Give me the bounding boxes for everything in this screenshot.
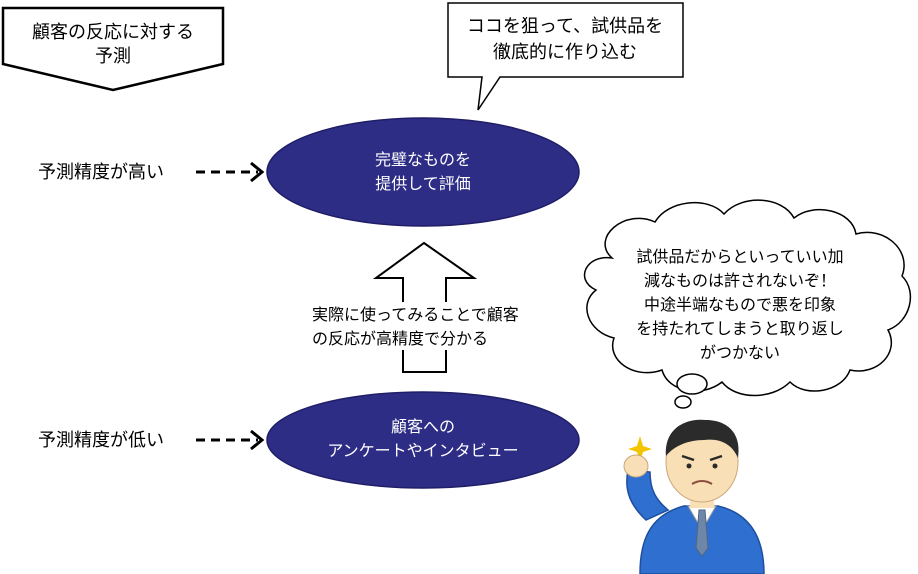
top-callout-line2: 徹底的に作り込む bbox=[493, 42, 637, 63]
header-tag-shape bbox=[1, 6, 225, 92]
top-node-line2: 提供して評価 bbox=[375, 174, 471, 193]
right-eye bbox=[712, 463, 718, 469]
left-eye bbox=[686, 463, 692, 469]
up-arrow-caption-line1: 実際に使ってみることで顧客 bbox=[312, 305, 519, 324]
up-arrow-caption: 実際に使ってみることで顧客 の反応が高精度で分かる bbox=[306, 302, 540, 350]
suit-sleeve bbox=[626, 469, 670, 521]
header-tag-line2: 予測 bbox=[95, 46, 131, 67]
top-node-ellipse bbox=[266, 117, 580, 227]
thought-bubble-line5: がつかない bbox=[700, 343, 780, 362]
top-callout-shape bbox=[447, 2, 684, 111]
top-callout: ココを狙って、試供品を 徹底的に作り込む bbox=[447, 2, 684, 111]
thought-bubble-line4: を持たれてしまうと取り返し bbox=[636, 319, 844, 338]
mouth bbox=[691, 480, 713, 485]
thought-bubble-line3: 中途半端なもので悪を印象 bbox=[644, 295, 836, 314]
up-arrow-caption-bg bbox=[306, 302, 540, 350]
thought-bubble-dot-large bbox=[676, 373, 708, 395]
left-eyebrow bbox=[681, 454, 695, 462]
hair bbox=[665, 419, 739, 458]
thought-bubble-line2: 減なものは許されないぞ！ bbox=[644, 271, 836, 290]
high-precision-row: 予測精度が高い bbox=[38, 161, 265, 183]
bottom-node: 顧客への アンケートやインタビュー bbox=[266, 391, 580, 489]
low-precision-row: 予測精度が低い bbox=[38, 429, 265, 451]
top-node-line1: 完璧なものを bbox=[375, 150, 471, 169]
sparkle-icon bbox=[628, 436, 652, 462]
top-callout-line1: ココを狙って、試供品を bbox=[467, 16, 663, 37]
header-tag: 顧客の反応に対する 予測 bbox=[1, 6, 225, 92]
right-eyebrow bbox=[709, 454, 723, 462]
header-tag-line1: 顧客の反応に対する bbox=[32, 22, 194, 43]
low-precision-label: 予測精度が低い bbox=[38, 430, 164, 451]
up-arrow-caption-line2: の反応が高精度で分かる bbox=[312, 329, 488, 348]
thought-bubble-cloud bbox=[583, 199, 912, 397]
tie bbox=[695, 509, 709, 557]
bottom-node-line1: 顧客への bbox=[391, 417, 455, 436]
thought-bubble: 試供品だからといっていい加 減なものは許されないぞ！ 中途半端なもので悪を印象 … bbox=[583, 199, 912, 409]
raised-fist bbox=[623, 454, 649, 478]
high-precision-label: 予測精度が高い bbox=[38, 162, 164, 183]
top-node: 完璧なものを 提供して評価 bbox=[266, 117, 580, 227]
businessman-illustration bbox=[623, 419, 765, 574]
bottom-node-ellipse bbox=[266, 391, 580, 489]
thought-bubble-dot-small bbox=[674, 395, 692, 409]
high-precision-arrowhead bbox=[250, 161, 265, 183]
thought-bubble-line1: 試供品だからといっていい加 bbox=[636, 247, 843, 266]
low-precision-arrowhead bbox=[250, 429, 265, 451]
bottom-node-line2: アンケートやインタビュー bbox=[327, 441, 518, 460]
